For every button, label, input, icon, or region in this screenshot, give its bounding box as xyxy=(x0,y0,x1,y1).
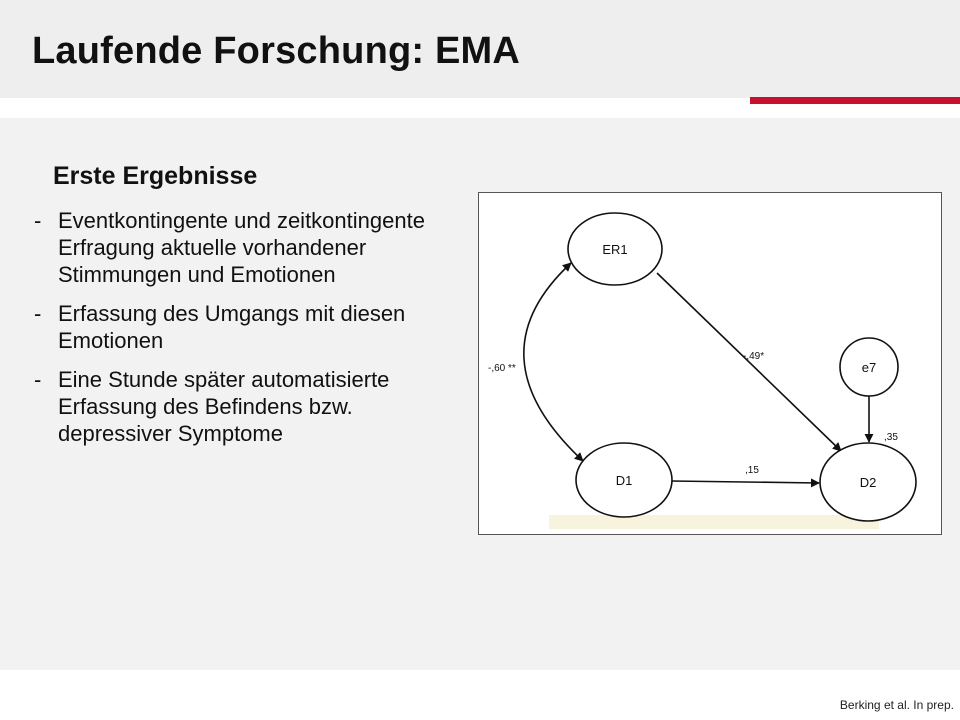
bullet-marker: - xyxy=(34,301,42,326)
path-diagram-svg: ER1 D1 D2 e7 -,60 ** -,49* ,15 ,35 xyxy=(488,212,917,529)
title-bar xyxy=(0,0,960,98)
node-label-d1: D1 xyxy=(616,473,633,488)
coef-er1-d2: -,49* xyxy=(743,351,764,362)
path-diagram: ER1 D1 D2 e7 -,60 ** -,49* ,15 ,35 xyxy=(478,192,942,535)
bullet-text: Eventkontingente und zeitkontingente Erf… xyxy=(58,208,425,287)
node-e7 xyxy=(839,337,899,397)
scan-artefact xyxy=(549,515,879,529)
node-label-er1: ER1 xyxy=(602,242,627,257)
node-label-d2: D2 xyxy=(860,475,877,490)
slide-title: Laufende Forschung: EMA xyxy=(32,30,521,72)
edge-er1-d1 xyxy=(523,262,584,462)
edge-er1-d2 xyxy=(656,272,842,452)
node-label-e7: e7 xyxy=(862,360,876,375)
bullet-text: Eine Stunde später automatisierte Erfass… xyxy=(58,367,390,446)
coef-d1-d2: ,15 xyxy=(745,465,759,476)
bullet-marker: - xyxy=(34,367,42,392)
edge-d1-d2 xyxy=(670,478,820,488)
node-d1 xyxy=(575,442,673,518)
bullet-item: - Eine Stunde später automatisierte Erfa… xyxy=(34,366,434,447)
bullet-item: - Erfassung des Umgangs mit diesen Emoti… xyxy=(34,300,434,354)
bullet-marker: - xyxy=(34,208,42,233)
coef-er1-d1: -,60 ** xyxy=(488,363,516,374)
citation: Berking et al. In prep. xyxy=(839,698,954,712)
bullet-list: - Eventkontingente und zeitkontingente E… xyxy=(34,207,434,447)
bullet-item: - Eventkontingente und zeitkontingente E… xyxy=(34,207,434,288)
bullet-text: Erfassung des Umgangs mit diesen Emotion… xyxy=(58,301,406,353)
node-er1 xyxy=(567,212,663,286)
coef-d2-r2: ,35 xyxy=(884,432,898,443)
accent-line xyxy=(750,97,960,104)
section-subtitle: Erste Ergebnisse xyxy=(53,162,258,190)
node-d2 xyxy=(819,442,917,522)
